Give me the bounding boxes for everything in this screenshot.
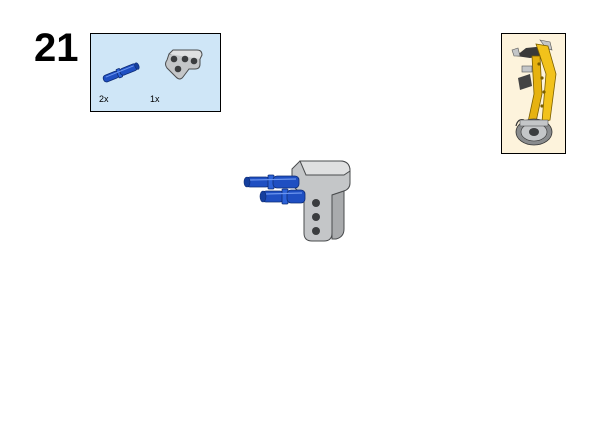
step-number: 21 (34, 26, 79, 70)
blue-axle-pin-icon (102, 62, 140, 83)
part-quantity: 1x (150, 94, 160, 104)
step-assembly-icon (243, 160, 351, 242)
model-preview (501, 33, 566, 154)
model-preview-icon (511, 39, 557, 146)
gray-triangle-beam-icon (165, 49, 203, 80)
parts-callout: 2x 1x (90, 33, 221, 112)
part-quantity: 2x (99, 94, 109, 104)
